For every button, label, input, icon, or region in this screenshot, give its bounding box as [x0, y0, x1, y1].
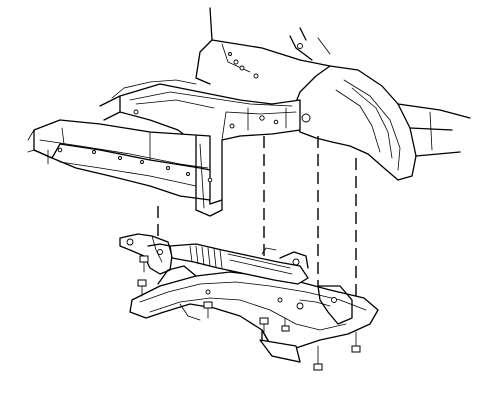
right-wheelhouse-panel: [291, 65, 471, 181]
bolt-icon: [259, 317, 269, 333]
engine-cradle-subframe: [119, 233, 379, 363]
front-radiator-support-crossmember: [27, 119, 223, 217]
bolt-icon: [281, 317, 290, 332]
cradle-mounting-bolts: [137, 255, 361, 371]
steering-gear-rack: [147, 243, 309, 285]
bolt-icon: [203, 301, 213, 319]
vehicle-body-front-structure: [27, 7, 471, 217]
bolt-icon: [313, 345, 323, 371]
bolt-icon: [139, 255, 149, 273]
bolt-icon: [351, 331, 361, 353]
bolt-icon: [137, 279, 147, 297]
